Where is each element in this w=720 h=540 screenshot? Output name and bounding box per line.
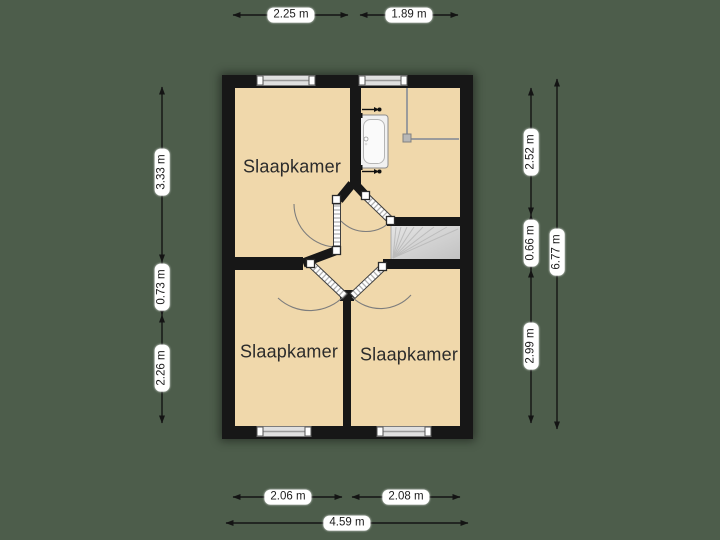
windows [256,75,432,437]
doors [305,190,396,300]
door-icon [305,258,349,300]
dim-label-right-upper: 2.52 m [523,128,539,176]
window-icon [256,426,312,437]
dim-label-bottom-left-width: 2.06 m [264,489,312,505]
room-label-bedroom-bottom-right: Slaapkamer [359,344,459,365]
interior-walls [235,88,460,426]
bathtub-icon [357,107,389,174]
building [222,75,473,439]
dim-label-right-middle: 0.66 m [523,219,539,267]
dim-label-top-right-width: 1.89 m [385,7,433,23]
room-label-bedroom-bottom-left: Slaapkamer [239,341,339,362]
dim-label-right-lower: 2.99 m [523,322,539,370]
window-icon [358,75,408,86]
tub-direction-arrow-bottom [362,169,382,174]
dim-label-left-middle: 0.73 m [154,263,170,311]
window-icon [256,75,316,86]
tub-direction-arrow-top [362,107,382,112]
glass-partition-icon [402,88,459,143]
dim-label-top-left-width: 2.25 m [267,7,315,23]
room-label-bedroom-top-left: Slaapkamer [242,156,342,177]
window-icon [376,426,432,437]
door-icon [331,194,342,256]
staircase-icon [390,226,460,259]
dim-label-left-lower: 2.26 m [154,344,170,392]
door-icon [360,190,396,226]
dim-label-bottom-right-width: 2.08 m [382,489,430,505]
dim-label-right-total-height: 6.77 m [549,228,565,276]
dim-label-bottom-total-width: 4.59 m [323,515,371,531]
door-icon [349,261,388,300]
dim-label-left-upper: 3.33 m [154,148,170,196]
